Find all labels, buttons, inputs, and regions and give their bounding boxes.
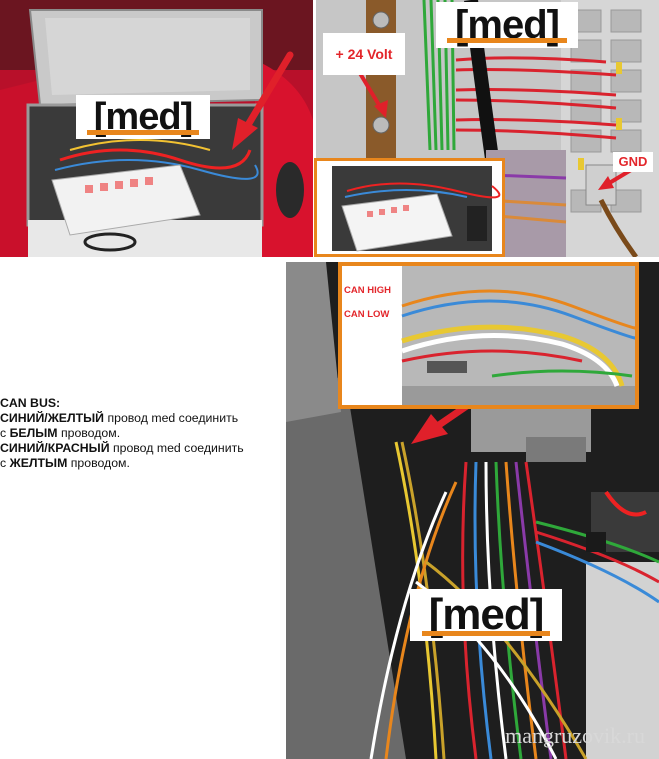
label-24v-text: + 24 Volt bbox=[335, 46, 393, 62]
instructions-line-2: с БЕЛЫМ проводом. bbox=[0, 426, 285, 441]
label-can-high: CAN HIGH bbox=[344, 285, 391, 296]
inset-can-art bbox=[342, 266, 635, 405]
line4-rest: проводом. bbox=[67, 456, 130, 470]
med-logo: [med] bbox=[76, 95, 210, 139]
line1-rest: провод med соединить bbox=[104, 411, 239, 425]
line2-pre: с bbox=[0, 426, 10, 440]
photo-fuse-panel: [med] + 24 Volt GND bbox=[316, 0, 659, 257]
arrow-red bbox=[241, 51, 294, 134]
inset-module-photo bbox=[314, 158, 505, 257]
inset-module-art bbox=[317, 161, 502, 254]
inset-can-wires: CAN HIGH CAN LOW bbox=[338, 262, 639, 409]
line2-rest: проводом. bbox=[57, 426, 121, 440]
med-logo: [med] bbox=[436, 2, 578, 48]
med-logo: [med] bbox=[410, 589, 562, 641]
label-can-high-text: CAN HIGH bbox=[344, 285, 391, 296]
instructions-line-1: СИНИЙ/ЖЕЛТЫЙ провод med соединить bbox=[0, 411, 285, 426]
label-gnd-text: GND bbox=[618, 154, 648, 169]
heading-text: CAN BUS: bbox=[0, 396, 61, 410]
instructions-heading: CAN BUS: bbox=[0, 396, 285, 411]
instructions-line-4: с ЖЕЛТЫМ проводом. bbox=[0, 456, 285, 471]
label-can-low: CAN LOW bbox=[344, 309, 389, 320]
line1-bold: СИНИЙ/ЖЕЛТЫЙ bbox=[0, 411, 105, 425]
arrow-24v bbox=[356, 68, 384, 112]
line3-bold: СИНИЙ/КРАСНЫЙ bbox=[0, 441, 110, 455]
line3-rest: провод med соединить bbox=[109, 441, 244, 455]
label-can-low-text: CAN LOW bbox=[344, 309, 390, 320]
label-gnd: GND bbox=[613, 152, 653, 172]
can-bus-instructions: CAN BUS: СИНИЙ/ЖЕЛТЫЙ провод med соедини… bbox=[0, 396, 285, 471]
photo-glovebox: [med] bbox=[0, 0, 313, 257]
line2-bold: БЕЛЫМ bbox=[9, 426, 58, 440]
line4-pre: с bbox=[0, 456, 10, 470]
line4-bold: ЖЕЛТЫМ bbox=[9, 456, 68, 470]
instructions-line-3: СИНИЙ/КРАСНЫЙ провод med соединить bbox=[0, 441, 285, 456]
watermark: mangruzovik.ru bbox=[505, 723, 645, 748]
photo-wiring-harness: CAN HIGH CAN LOW [med] bbox=[286, 262, 659, 759]
label-24v: + 24 Volt bbox=[323, 33, 405, 75]
